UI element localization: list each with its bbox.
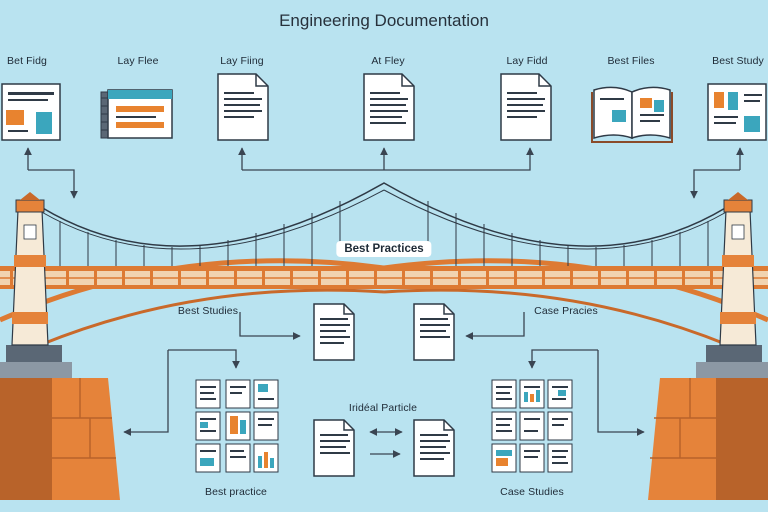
top-label-5: Lay Fidd (506, 55, 548, 67)
bridge-label: Best Practices (336, 241, 432, 257)
top-doc-1 (1, 83, 61, 141)
mid-doc-left (313, 303, 355, 361)
center-doc-right (413, 419, 455, 477)
top-label-1: Bet Fidg (7, 55, 47, 67)
top-doc-7 (707, 83, 767, 141)
left-doc-grid (195, 379, 279, 473)
center-label: Iridéal Particle (348, 402, 418, 414)
top-open-book (591, 86, 673, 143)
top-label-2: Lay Flee (117, 55, 159, 67)
bottom-label-right: Case Studies (500, 486, 564, 498)
top-label-3: Lay Fiing (220, 55, 264, 67)
mid-label-left: Best Studies (177, 305, 239, 317)
mid-label-right: Case Pracies (534, 305, 598, 317)
top-label-4: At Fley (371, 55, 405, 67)
suspension-bridge (0, 182, 768, 347)
page-title: Engineering Documentation (279, 11, 489, 30)
mid-doc-right (413, 303, 455, 361)
top-doc-3 (217, 73, 269, 141)
bottom-label-left: Best practice (205, 486, 267, 498)
right-tower (648, 192, 768, 500)
top-doc-5 (500, 73, 552, 141)
right-doc-grid (491, 379, 573, 473)
top-connectors (24, 147, 744, 199)
mid-connectors (123, 312, 645, 458)
center-doc-left (313, 419, 355, 477)
top-doc-2 (100, 89, 173, 139)
left-tower (0, 192, 120, 500)
top-doc-4 (363, 73, 415, 141)
top-label-6: Best Files (607, 55, 655, 67)
top-label-7: Best Study (712, 55, 764, 67)
